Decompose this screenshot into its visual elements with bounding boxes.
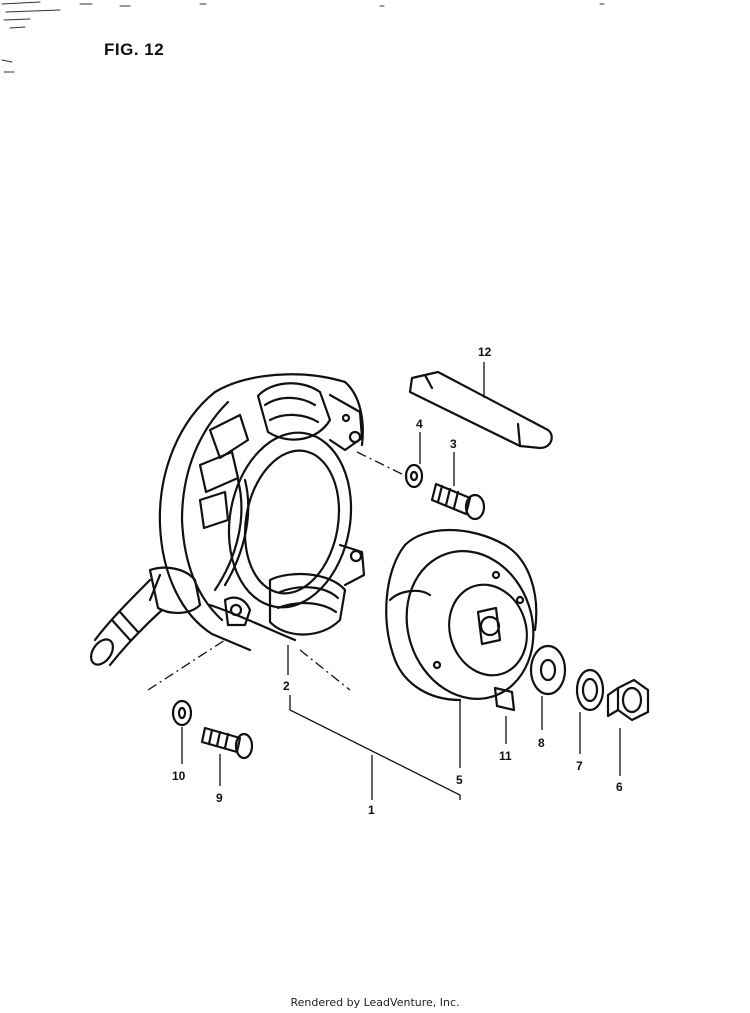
callout-6: 6 xyxy=(616,780,623,794)
callout-2: 2 xyxy=(283,679,290,693)
callout-3: 3 xyxy=(450,437,457,451)
screw-9 xyxy=(200,726,254,760)
flywheel-rotor xyxy=(385,529,538,702)
callout-8: 8 xyxy=(538,736,545,750)
stator-plate xyxy=(158,373,366,652)
washer-8 xyxy=(529,644,567,696)
callout-9: 9 xyxy=(216,791,223,805)
callout-5: 5 xyxy=(456,773,463,787)
washer-10 xyxy=(171,699,193,727)
wire-harness xyxy=(89,566,202,667)
washer-4 xyxy=(404,463,424,489)
callout-11: 11 xyxy=(499,749,512,763)
callout-labels: 12 4 3 2 5 11 8 7 6 10 9 1 xyxy=(172,345,623,817)
callout-4: 4 xyxy=(416,417,423,431)
wire-strap xyxy=(408,370,553,450)
screw-3 xyxy=(430,482,486,521)
leader-lines xyxy=(147,362,621,800)
woodruff-key-11 xyxy=(493,686,516,712)
lock-washer-7 xyxy=(575,668,605,712)
footer-credit: Rendered by LeadVenture, Inc. xyxy=(290,996,460,1009)
callout-10: 10 xyxy=(172,769,186,783)
nut-6 xyxy=(606,678,650,722)
callout-1: 1 xyxy=(368,803,375,817)
figure-title: FIG. 12 xyxy=(104,40,165,59)
callout-12: 12 xyxy=(478,345,492,359)
scan-noise xyxy=(1,1,605,73)
callout-7: 7 xyxy=(576,759,583,773)
